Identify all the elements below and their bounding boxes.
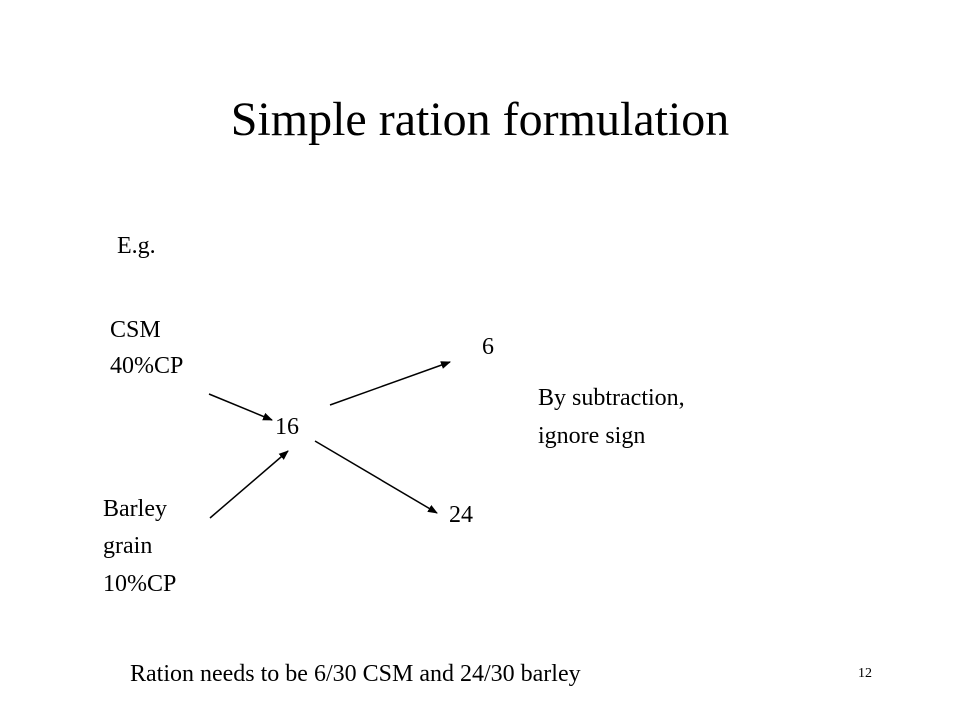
slide-number: 12 bbox=[858, 666, 872, 681]
method-note-1: By subtraction, bbox=[538, 385, 685, 411]
conclusion-text: Ration needs to be 6/30 CSM and 24/30 ba… bbox=[130, 661, 581, 687]
ingredient-barley-name-2: grain bbox=[103, 533, 153, 559]
arrow-target-to-csm-parts bbox=[329, 361, 451, 406]
ingredient-barley-protein: 10%CP bbox=[103, 571, 177, 597]
arrow-barley-to-target bbox=[209, 450, 289, 519]
ingredient-csm-protein: 40%CP bbox=[110, 353, 184, 379]
ingredient-csm-name: CSM bbox=[110, 317, 161, 343]
result-barley-parts: 24 bbox=[449, 502, 473, 528]
ingredient-barley-name-1: Barley bbox=[103, 496, 167, 522]
arrow-target-to-barley-parts bbox=[314, 440, 438, 514]
method-note-2: ignore sign bbox=[538, 423, 646, 449]
example-label: E.g. bbox=[117, 233, 156, 259]
slide-title: Simple ration formulation bbox=[230, 93, 730, 146]
result-csm-parts: 6 bbox=[482, 334, 494, 360]
arrow-csm-to-target bbox=[208, 393, 273, 421]
target-value: 16 bbox=[275, 414, 299, 440]
